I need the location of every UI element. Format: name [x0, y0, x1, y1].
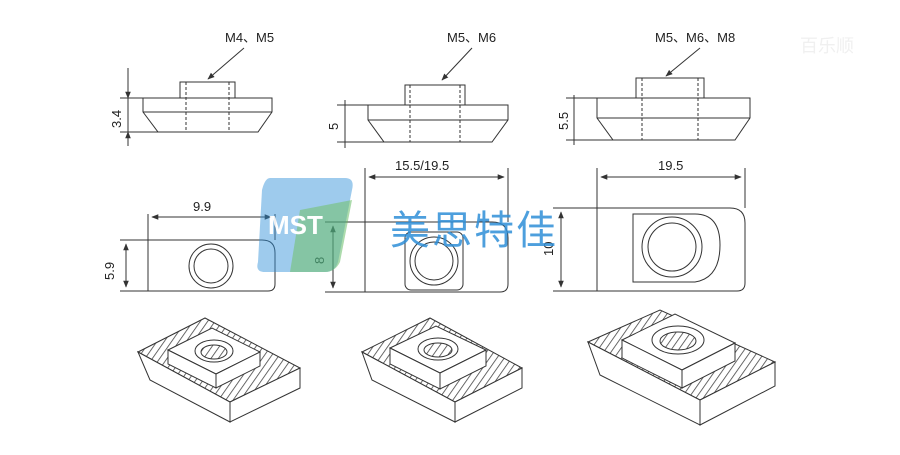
side-view-1: M4、M5 3.4 — [109, 30, 274, 146]
side-label-1: 5.9 — [102, 262, 117, 280]
brand-name: 美思特佳 — [390, 208, 558, 254]
width-label-1: 9.9 — [193, 199, 211, 214]
thread-callout-1: M4、M5 — [225, 30, 274, 45]
thread-callout-2: M5、M6 — [447, 30, 496, 45]
brand-logo: MST — [257, 178, 353, 272]
iso-view-3 — [586, 309, 777, 426]
corner-watermark: 百乐顺 — [800, 36, 854, 57]
iso-view-2 — [360, 317, 524, 423]
top-view-3: 19.5 10 — [541, 158, 746, 292]
thread-callout-3: M5、M6、M8 — [655, 30, 735, 45]
side-view-2: M5、M6 5 — [326, 30, 509, 148]
logo-letters: MST — [268, 210, 323, 240]
iso-view-1 — [136, 317, 302, 423]
height-label-2: 5 — [326, 123, 341, 130]
width-label-2: 15.5/19.5 — [395, 158, 449, 173]
side-view-3: M5、M6、M8 5.5 — [556, 30, 751, 145]
height-label-1: 3.4 — [109, 110, 124, 128]
width-label-3: 19.5 — [658, 158, 683, 173]
brand-watermark: MST 美思特佳 百乐顺 — [257, 36, 854, 272]
top-view-1: 9.9 5.9 — [102, 199, 276, 292]
height-label-3: 5.5 — [556, 112, 571, 130]
side-label-3: 10 — [541, 242, 556, 256]
